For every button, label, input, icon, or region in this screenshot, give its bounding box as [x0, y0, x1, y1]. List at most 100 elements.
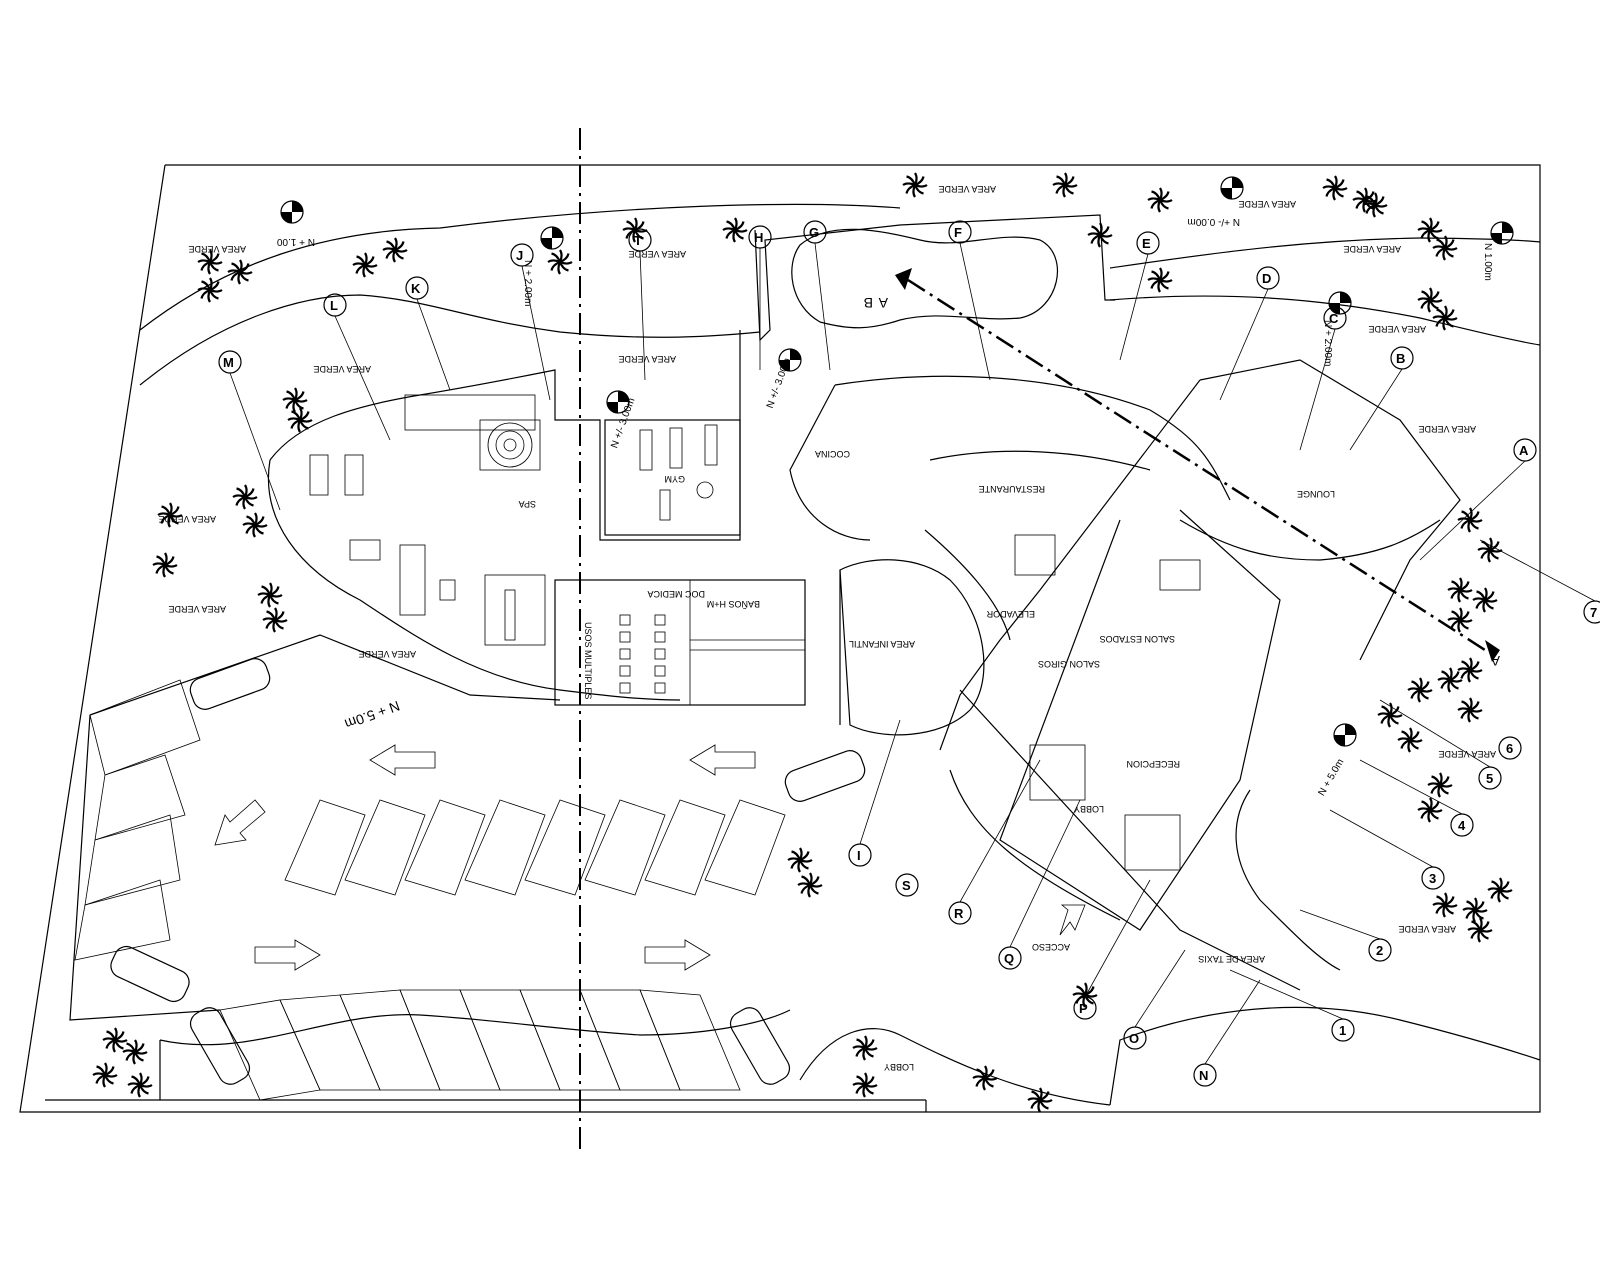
chairs — [619, 614, 666, 694]
palm-tree — [1457, 507, 1483, 533]
section-mark-b: B — [864, 295, 873, 311]
grid-label-d: D — [1262, 271, 1271, 286]
restaurante-label: RESTAURANTE — [979, 484, 1045, 494]
palm-tree — [547, 249, 573, 275]
palm-tree — [1487, 877, 1513, 903]
palm-tree — [1467, 917, 1493, 943]
salon-estados-label: SALON ESTADOS — [1100, 634, 1175, 644]
parking-stalls-bottom — [219, 989, 741, 1101]
palm-tree — [152, 552, 178, 578]
grid-label-t: T — [634, 233, 642, 248]
palm-tree — [972, 1065, 998, 1091]
kids-area — [839, 559, 985, 736]
grid-label-r: R — [954, 906, 964, 921]
grid-bubbles: A B C D E F G H I J K L M N O P Q R S T … — [218, 220, 1600, 1087]
grid-label-i: I — [857, 848, 861, 863]
grid-label-3: 3 — [1429, 871, 1436, 886]
area-verde-3: AREA VERDE — [1343, 244, 1401, 254]
palm-tree — [1417, 287, 1443, 313]
area-infantil-label: AREA INFANTIL — [849, 639, 915, 649]
palm-tree — [852, 1035, 878, 1061]
palm-tree — [122, 1039, 148, 1065]
level-text-2: N + 2.00m — [522, 260, 533, 306]
level-text-3b: N +/- 3.00m — [765, 357, 793, 410]
grid-label-a: A — [1519, 443, 1529, 458]
level-text-1: N + 1.00 — [276, 236, 315, 247]
palm-tree — [1447, 577, 1473, 603]
usos-multiples-label: USOS MULTIPLES — [583, 622, 593, 699]
level-text-6: N + 2.00m — [1322, 320, 1333, 366]
area-verde-13: AREA VERDE — [168, 604, 226, 614]
palm-tree — [1477, 537, 1503, 563]
palm-tree — [257, 582, 283, 608]
area-verde-9: AREA VERDE — [628, 249, 686, 259]
doc-medica-label: DOC MEDICA — [647, 589, 705, 599]
grid-label-j: J — [516, 248, 523, 263]
palm-tree — [1432, 305, 1458, 331]
palm-tree — [382, 237, 408, 263]
area-verde-8: AREA VERDE — [188, 244, 246, 254]
grid-label-c: C — [1329, 311, 1339, 326]
parking-area — [69, 634, 1086, 1101]
palm-tree — [622, 217, 648, 243]
palm-tree — [1457, 657, 1483, 683]
recepcion-label: RECEPCION — [1126, 759, 1180, 769]
area-verde-5: AREA VERDE — [1418, 424, 1476, 434]
palm-tree — [1072, 982, 1098, 1008]
area-verde-14: AREA VERDE — [358, 649, 416, 659]
palm-tree — [1437, 667, 1463, 693]
grid-label-1: 1 — [1339, 1023, 1346, 1038]
palm-tree — [1432, 892, 1458, 918]
section-marks: A B A — [864, 295, 1500, 669]
area-verde-6: AREA VERDE — [1438, 749, 1496, 759]
spa-building — [268, 330, 806, 706]
area-labels: AREA VERDE AREA VERDE AREA VERDE AREA VE… — [158, 184, 1496, 1072]
grid-lines — [229, 242, 1596, 1065]
palm-tree — [787, 847, 813, 873]
palm-tree — [1457, 697, 1483, 723]
palm-tree — [262, 607, 288, 633]
grid-label-f: F — [954, 225, 962, 240]
palm-tree — [242, 512, 268, 538]
site-boundary — [19, 164, 1541, 1113]
grid-label-6: 6 — [1506, 741, 1513, 756]
palm-tree — [1027, 1087, 1053, 1113]
cars — [110, 658, 866, 1085]
level-markers: N + 1.00 N + 2.00m N +/- 3.00m N +/- 3.0… — [276, 176, 1514, 798]
spa-label: SPA — [519, 499, 536, 509]
level-text-4: N +/- 0.00m — [1187, 216, 1240, 227]
palm-tree — [1417, 217, 1443, 243]
parking-level-text: N + 5.0m — [343, 698, 402, 733]
palm-tree — [197, 249, 223, 275]
palm-tree — [127, 1072, 153, 1098]
palm-tree — [1417, 797, 1443, 823]
section-line — [895, 268, 1500, 662]
lobby-bottom-label: LOBBY — [884, 1062, 914, 1072]
grid-label-4: 4 — [1458, 818, 1466, 833]
section-mark-a: A — [878, 295, 888, 311]
area-taxis-label: AREA DE TAXIS — [1198, 954, 1265, 964]
grid-label-g: G — [809, 225, 819, 240]
palm-tree — [287, 407, 313, 433]
salon-giros-label: SALON GIROS — [1038, 659, 1100, 669]
acceso-label: ACCESO — [1032, 942, 1070, 952]
palm-tree — [1377, 702, 1403, 728]
palm-tree — [232, 484, 258, 510]
palm-tree — [722, 217, 748, 243]
palm-tree — [1472, 587, 1498, 613]
palm-tree — [1147, 187, 1173, 213]
area-verde-2: AREA VERDE — [1238, 199, 1296, 209]
palm-tree — [102, 1027, 128, 1053]
palm-tree — [227, 259, 253, 285]
section-mark-a2: A — [1490, 653, 1500, 669]
palm-tree — [1352, 187, 1378, 213]
grid-label-b: B — [1396, 351, 1405, 366]
grid-label-k: K — [411, 281, 421, 296]
palm-tree — [1432, 235, 1458, 261]
grid-label-q: Q — [1004, 951, 1014, 966]
palm-tree — [1147, 267, 1173, 293]
grid-label-e: E — [1142, 236, 1151, 251]
palm-tree — [1397, 727, 1423, 753]
level-text-5: N 1.00m — [1482, 243, 1493, 281]
